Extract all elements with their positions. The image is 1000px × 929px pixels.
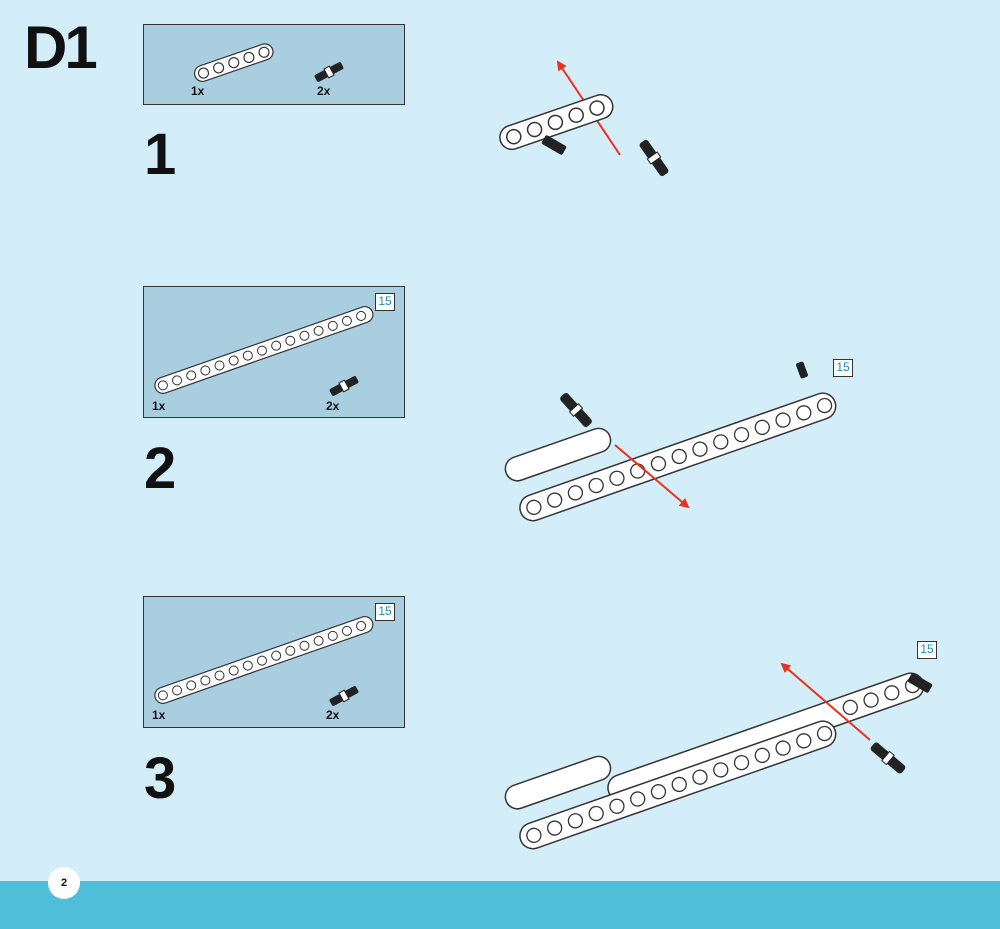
pin-icon xyxy=(329,376,359,396)
qty-beam-step-3: 1x xyxy=(152,708,166,722)
beam-length-badge-assembly-2: 15 xyxy=(833,359,853,377)
pin-icon xyxy=(560,393,592,427)
step-number-3: 3 xyxy=(144,746,177,811)
pin-icon xyxy=(639,139,669,177)
beam-length-badge-step-2: 15 xyxy=(375,293,395,311)
parts-illustration-step-3 xyxy=(154,616,374,706)
assembly-step-2 xyxy=(504,361,837,522)
parts-box-step-1 xyxy=(143,24,405,105)
beam-5-icon xyxy=(193,43,274,82)
beam-15-icon xyxy=(154,306,374,394)
step-number-1: 1 xyxy=(144,122,177,187)
assembly-step-3 xyxy=(504,662,933,850)
pin-icon xyxy=(314,62,344,82)
parts-illustration-step-2 xyxy=(154,306,374,396)
pin-inserted-icon xyxy=(796,361,808,379)
qty-beam-step-1: 1x xyxy=(191,84,205,98)
pin-inserted-icon xyxy=(907,673,933,693)
page-number: 2 xyxy=(48,867,80,899)
beam-length-badge-assembly-3: 15 xyxy=(917,641,937,659)
section-code: D1 xyxy=(24,14,98,81)
beam-length-badge-step-3: 15 xyxy=(375,603,395,621)
qty-pin-step-3: 2x xyxy=(326,708,340,722)
qty-pin-step-2: 2x xyxy=(326,399,340,413)
qty-pin-step-1: 2x xyxy=(317,84,331,98)
qty-beam-step-2: 1x xyxy=(152,399,166,413)
pin-inserted-icon xyxy=(541,135,567,155)
step-number-2: 2 xyxy=(144,436,177,501)
pin-icon xyxy=(870,742,906,774)
assembly-step-1 xyxy=(499,60,669,177)
beam-15-icon xyxy=(154,616,374,704)
parts-illustration-step-1 xyxy=(193,43,344,82)
pin-icon xyxy=(329,686,359,706)
footer-bar xyxy=(0,881,1000,929)
